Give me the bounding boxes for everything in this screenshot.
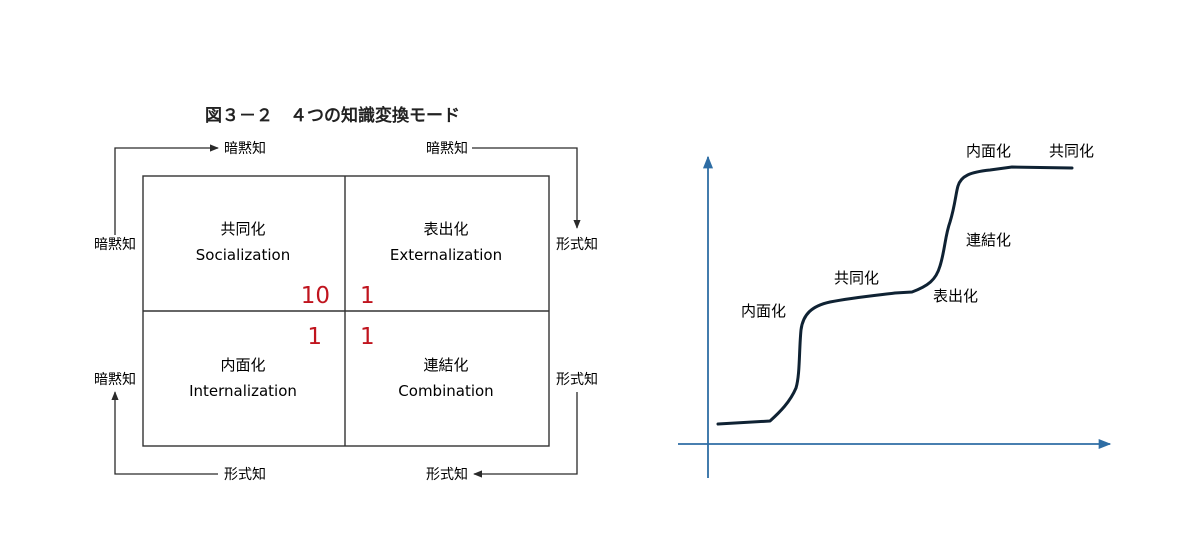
spiral-growth-figure: 内面化 共同化 表出化 連結化 内面化 共同化 [678,142,1112,478]
quadrant-internalization-en: Internalization [189,382,297,400]
quadrant-externalization-en: Externalization [390,246,502,264]
edge-label-right-upper: 形式知 [556,236,598,253]
seci-matrix-figure: 図３－２ ４つの知識変換モード 共同化 Socialization 表出化 Ex… [94,105,598,483]
arrow-bottom-left [111,391,218,475]
stage-label-internalization-2: 内面化 [966,142,1011,160]
figure-title: 図３－２ ４つの知識変換モード [205,105,460,126]
growth-curve [716,165,1074,426]
annotation-bottom-right: 1 [360,324,375,350]
quadrant-combination-jp: 連結化 [423,356,468,374]
quadrant-combination-en: Combination [398,382,493,400]
edge-label-right-lower: 形式知 [556,371,598,388]
annotation-top-right: 1 [360,283,375,309]
quadrant-socialization-en: Socialization [196,246,290,264]
stage-label-socialization-2: 共同化 [1049,142,1094,160]
stage-label-internalization-1: 内面化 [741,302,786,320]
stage-label-externalization: 表出化 [933,287,978,305]
quadrant-internalization-jp: 内面化 [220,356,265,374]
quadrant-socialization-jp: 共同化 [220,220,265,238]
arrow-top-right [472,147,581,229]
edge-label-top-right: 暗黙知 [426,140,468,157]
annotation-bottom-left: 1 [307,324,322,350]
edge-label-top-left: 暗黙知 [224,140,266,157]
arrow-top-left [114,144,219,235]
edge-label-left-lower: 暗黙知 [94,371,136,388]
annotation-top-left: 10 [301,283,330,309]
edge-label-bottom-right: 形式知 [426,466,468,483]
stage-label-combination: 連結化 [966,231,1011,249]
quadrant-externalization-jp: 表出化 [423,220,468,238]
arrow-bottom-right [473,392,578,478]
edge-label-bottom-left: 形式知 [224,466,266,483]
stage-label-socialization-1: 共同化 [834,269,879,287]
edge-label-left-upper: 暗黙知 [94,236,136,253]
